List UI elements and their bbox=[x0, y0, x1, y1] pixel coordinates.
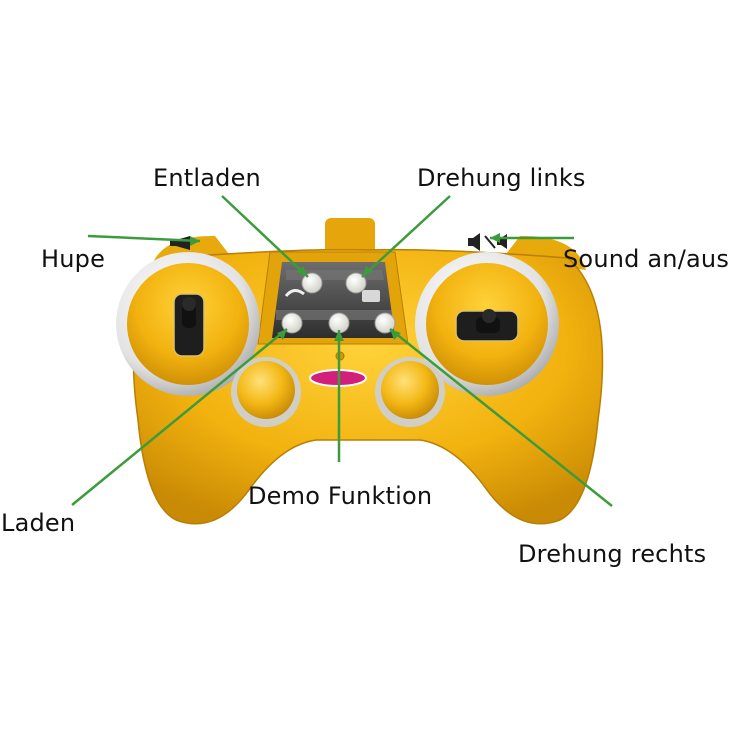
leader-drehung-rechts bbox=[389, 328, 613, 507]
entladen-button[interactable] bbox=[301, 272, 323, 294]
label-laden: Laden bbox=[1, 509, 76, 537]
speaker-icon bbox=[468, 233, 507, 251]
truck-symbol-icon bbox=[362, 290, 380, 302]
right-knob[interactable] bbox=[381, 361, 439, 419]
drehung-links-button[interactable] bbox=[345, 272, 367, 294]
label-entladen: Entladen bbox=[153, 164, 261, 192]
left-knob[interactable] bbox=[237, 361, 295, 419]
antenna-tab bbox=[325, 218, 375, 258]
label-hupe: Hupe bbox=[41, 245, 106, 273]
drehung-rechts-button[interactable] bbox=[374, 312, 396, 334]
leader-laden bbox=[71, 328, 288, 506]
unload-symbol-icon bbox=[284, 289, 305, 297]
laden-button[interactable] bbox=[281, 312, 303, 334]
label-drehung-rechts: Drehung rechts bbox=[518, 540, 707, 568]
leader-lines bbox=[71, 195, 613, 507]
right-stick-cap bbox=[482, 309, 496, 323]
label-drehung-links: Drehung links bbox=[417, 164, 586, 192]
left-stick-cap bbox=[182, 297, 196, 311]
leader-drehung-links bbox=[361, 195, 451, 278]
right-stick[interactable] bbox=[476, 317, 500, 333]
leader-hupe bbox=[87, 234, 201, 243]
label-demo-funktion: Demo Funktion bbox=[248, 482, 433, 510]
leader-entladen bbox=[221, 195, 309, 278]
label-sound-an-aus: Sound an/aus bbox=[563, 245, 730, 273]
leader-arrowheads bbox=[190, 233, 500, 341]
